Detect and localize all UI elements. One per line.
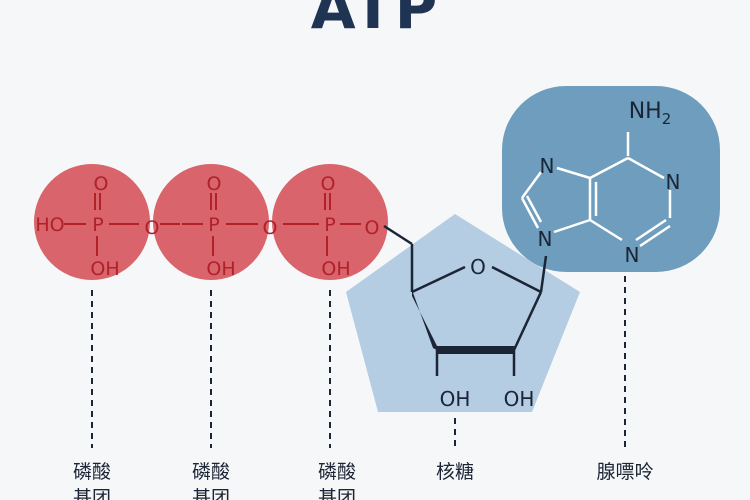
ribose-oh-left: OH	[440, 387, 471, 411]
adenine-n9: N	[538, 227, 553, 251]
ribose-bold-bond	[436, 346, 515, 354]
phosphate-bonds	[64, 193, 361, 256]
phosphate-3-bottom-oh: OH	[321, 258, 350, 280]
phosphate-3-label-line2: 基团	[318, 487, 356, 500]
phosphate-1-label: 磷酸	[73, 461, 111, 483]
phosphate-2-bottom-oh: OH	[206, 258, 235, 280]
ribose-bonds	[383, 224, 548, 376]
phosphate-3-top-o: O	[321, 173, 336, 195]
phosphate-1-top-o: O	[94, 173, 109, 195]
phosphate-3-p: P	[324, 214, 335, 236]
adenine-bonds	[520, 132, 672, 248]
diagram-title: ATP	[310, 0, 440, 42]
phosphate-2-top-o: O	[207, 173, 222, 195]
phosphate-1-circle	[34, 164, 150, 280]
phosphate-3-circle	[272, 164, 388, 280]
ribose-label: 核糖	[436, 461, 474, 483]
leader-lines	[91, 276, 626, 448]
phosphate-2-circle	[153, 164, 269, 280]
adenine-label: 腺嘌呤	[596, 461, 653, 483]
bridge-oxygen-3: O	[365, 217, 380, 239]
adenine-n7: N	[540, 154, 555, 178]
phosphate-1-p: P	[92, 214, 103, 236]
ribose-oh-right: OH	[504, 387, 535, 411]
adenine-background	[502, 86, 720, 272]
phosphate-3-label: 磷酸	[318, 461, 356, 483]
phosphate-2-label: 磷酸	[192, 461, 230, 483]
bridge-oxygen-1: O	[145, 217, 160, 239]
adenine-n1: N	[666, 170, 681, 194]
phosphate-1-bottom-oh: OH	[90, 258, 119, 280]
ribose-ring-oxygen: O	[470, 255, 486, 279]
ribose-background	[346, 214, 580, 412]
bridge-oxygen-2: O	[263, 217, 278, 239]
phosphate-2-label-line2: 基团	[192, 487, 230, 500]
adenine-n3: N	[625, 243, 640, 267]
phosphate-1-label-line2: 基团	[73, 487, 111, 500]
phosphate-1-left-ho: HO	[35, 214, 64, 236]
adenine-amine: NH2	[629, 99, 672, 128]
phosphate-2-p: P	[208, 214, 219, 236]
